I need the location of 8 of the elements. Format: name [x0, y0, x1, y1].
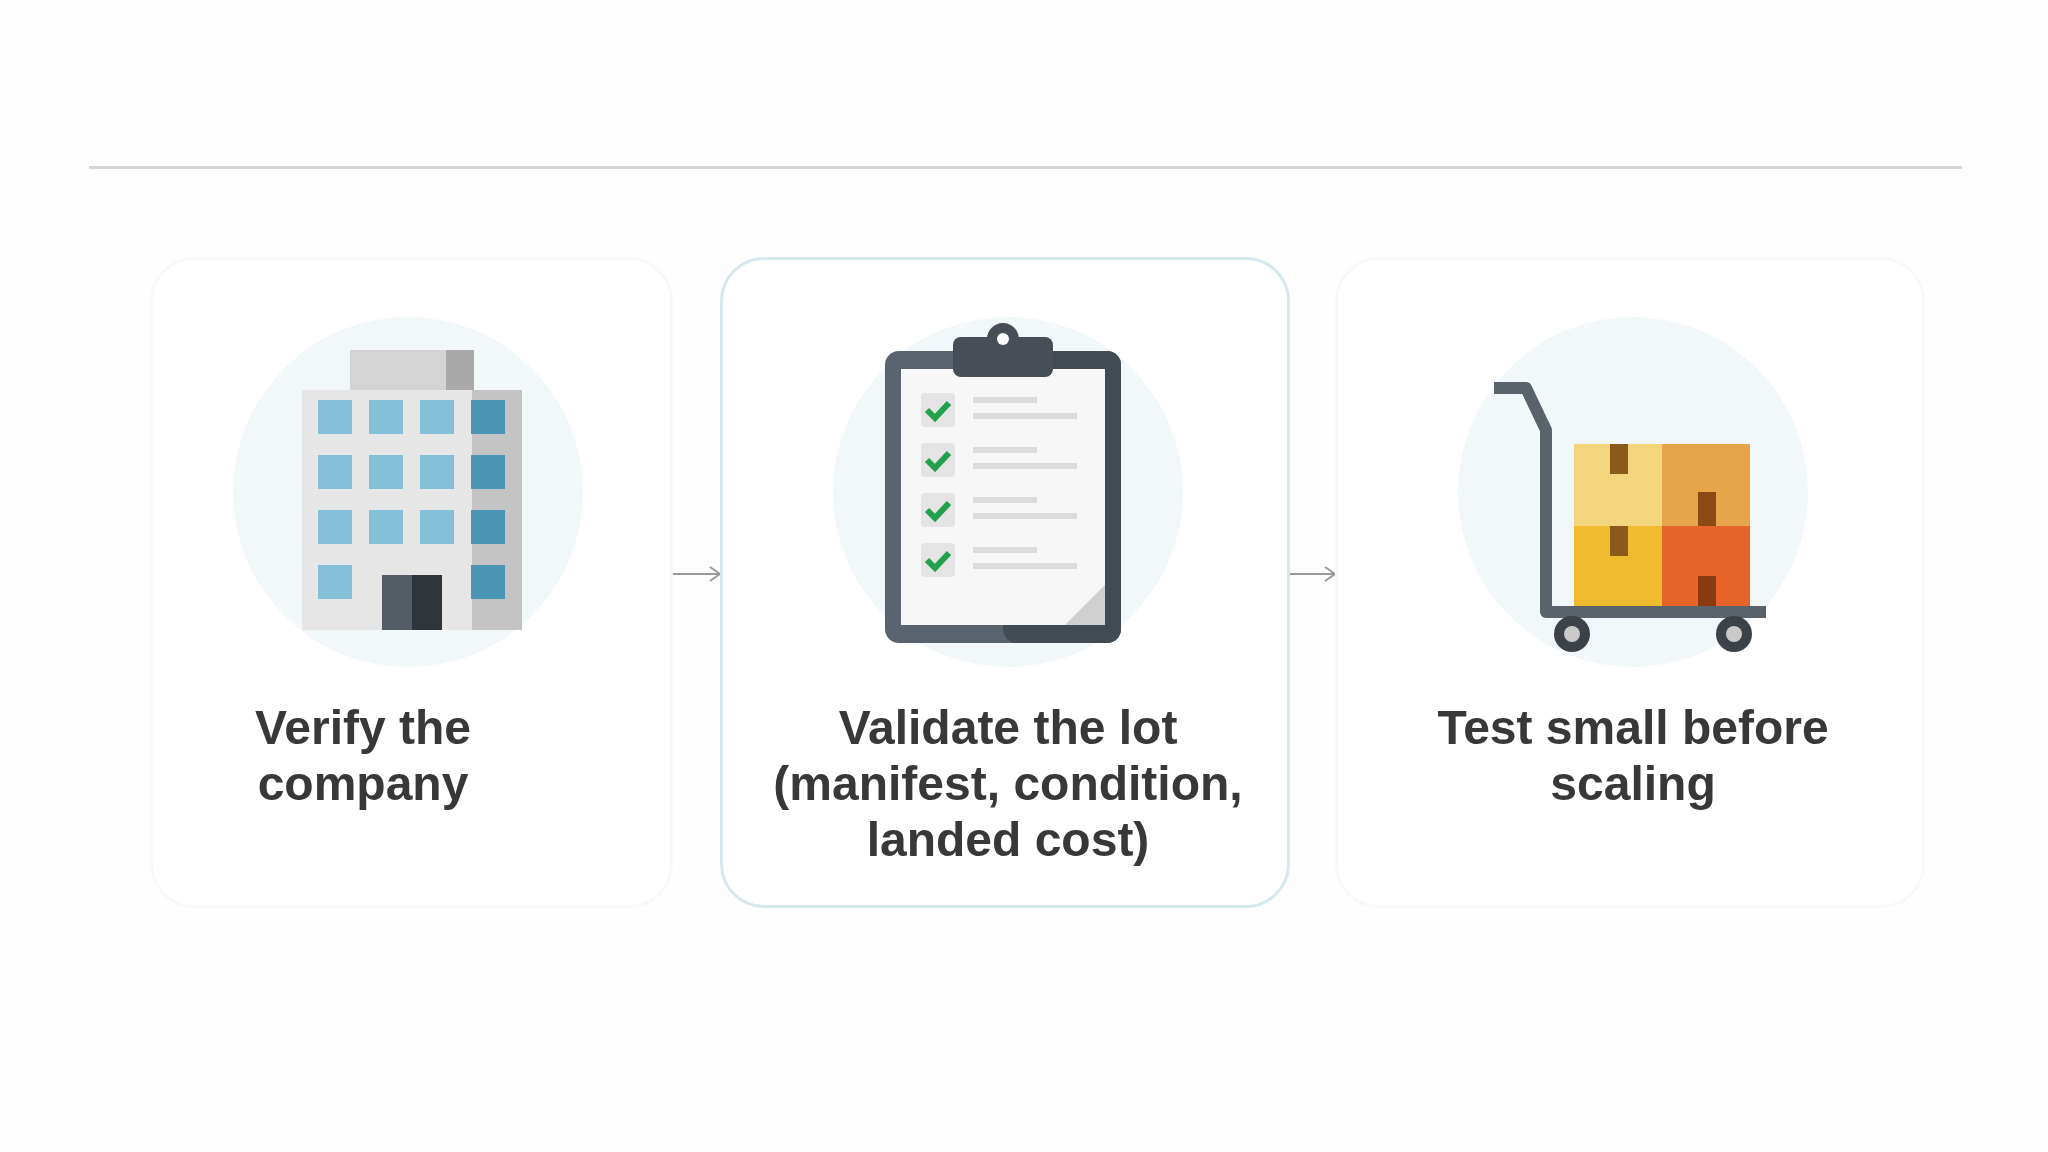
step-card: [720, 257, 1290, 908]
arrow: [1289, 566, 1336, 582]
step-label: Test small before scaling: [1436, 700, 1830, 812]
step-label: Verify the company: [253, 700, 473, 812]
arrow: [672, 566, 721, 582]
step-label: Validate the lot (manifest, condition, landed cost): [772, 700, 1244, 868]
step-item: [150, 257, 673, 908]
step-item: [1335, 257, 1925, 908]
